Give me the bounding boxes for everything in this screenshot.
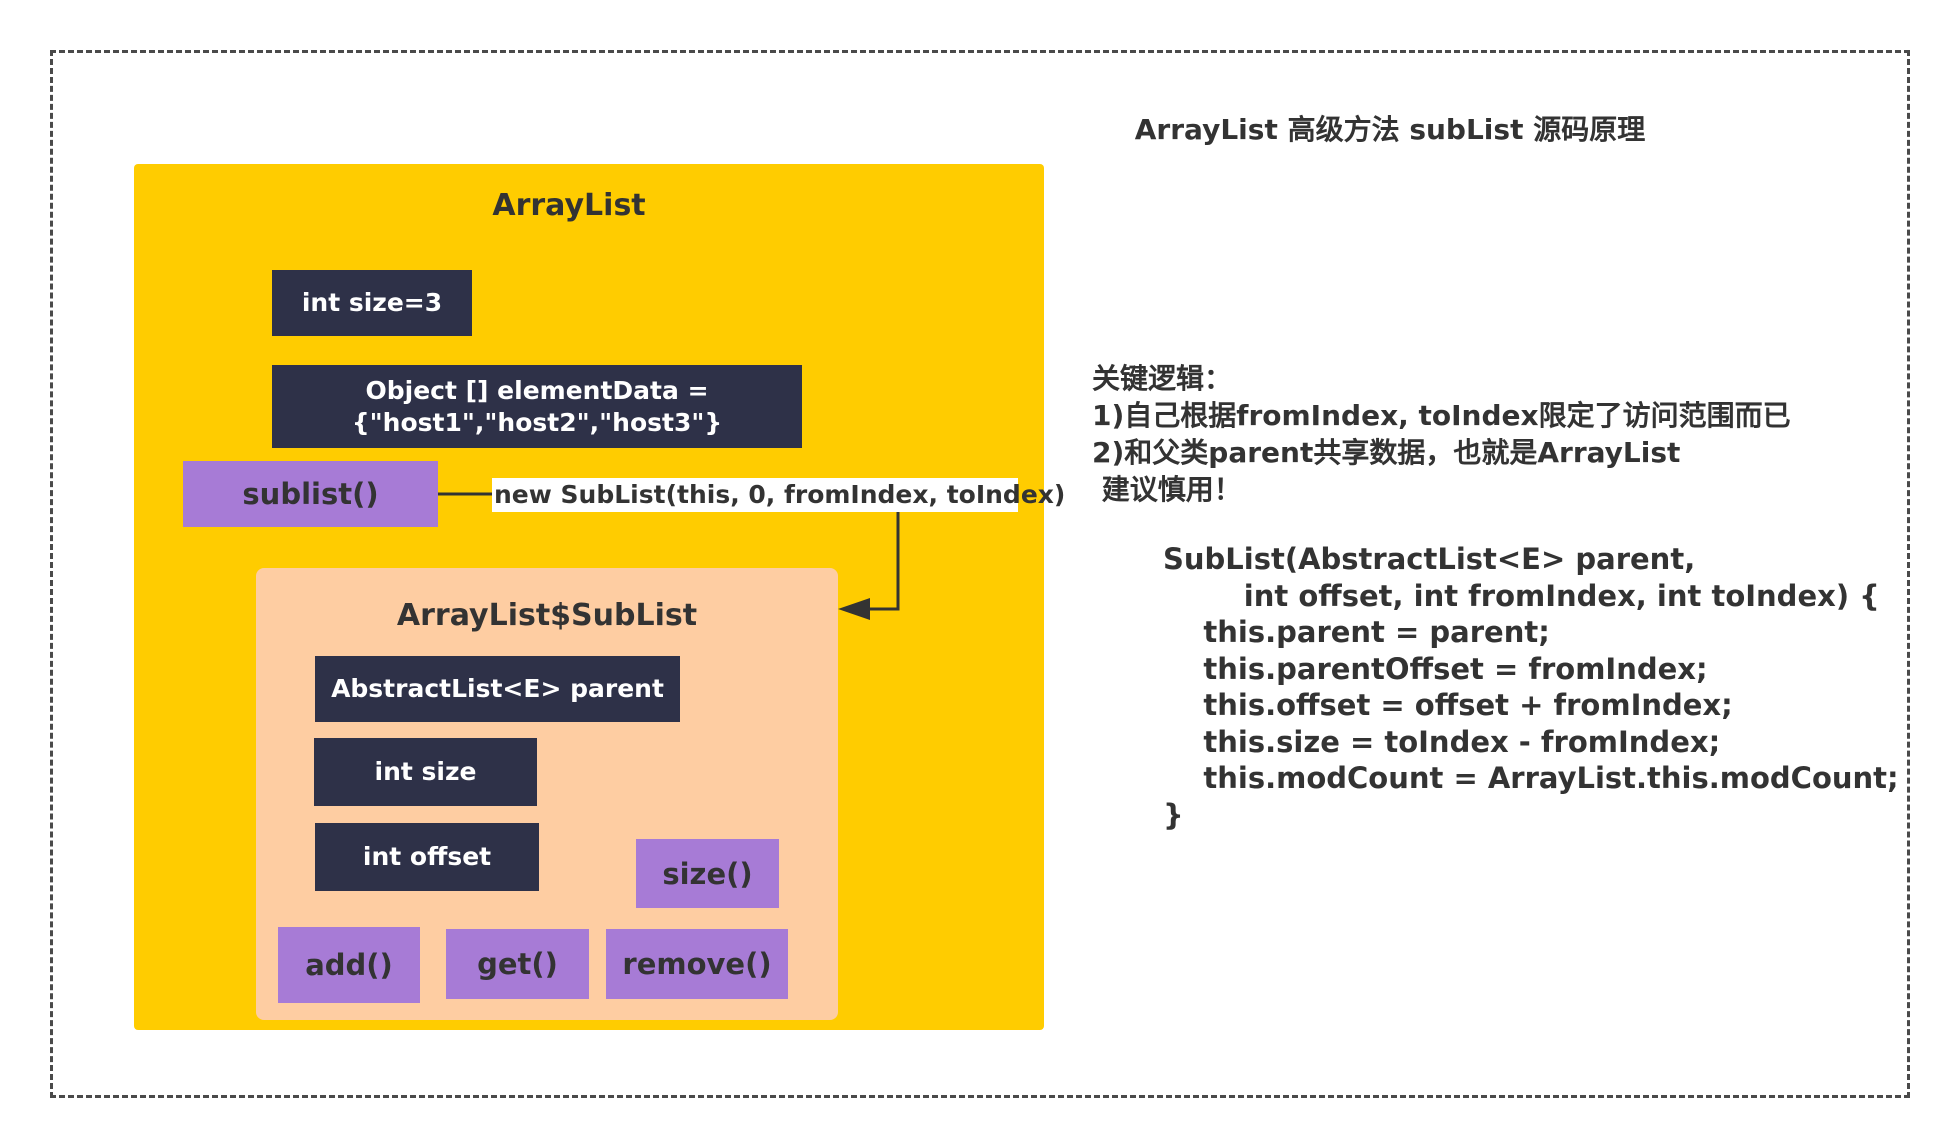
element-data-line1: Object [] elementData =	[365, 375, 709, 405]
dashed-frame	[50, 50, 1910, 1098]
code-line: this.size = toIndex - fromIndex;	[1163, 724, 1721, 759]
offset-field: int offset	[315, 823, 539, 891]
sublist-method: sublist()	[183, 461, 438, 527]
code-line: int offset, int fromIndex, int toIndex) …	[1163, 578, 1880, 613]
code-line: SubList(AbstractList<E> parent,	[1163, 542, 1696, 576]
label-to-sublist-line	[864, 512, 900, 611]
key-logic-notes: 关键逻辑： 1)自己根据fromIndex, toIndex限定了访问范围而已 …	[1092, 360, 1912, 508]
parent-field: AbstractList<E> parent	[315, 656, 680, 722]
constructor-code: SubList(AbstractList<E> parent, int offs…	[1163, 541, 1923, 833]
code-line: }	[1163, 797, 1184, 832]
notes-line1: 1)自己根据fromIndex, toIndex限定了访问范围而已	[1092, 399, 1791, 432]
size-method: size()	[636, 839, 779, 908]
remove-method: remove()	[606, 929, 788, 999]
code-line: this.parentOffset = fromIndex;	[1163, 651, 1708, 686]
arraylist-title: ArrayList	[492, 188, 646, 223]
add-method: add()	[278, 927, 420, 1003]
diagram-title: ArrayList 高级方法 subList 源码原理	[1134, 113, 1646, 146]
get-method: get()	[446, 929, 589, 999]
size-field: int size=3	[272, 270, 472, 336]
code-line: this.offset = offset + fromIndex;	[1163, 688, 1733, 722]
notes-line2: 2)和父类parent共享数据，也就是ArrayList	[1092, 436, 1681, 469]
sublist-class-title: ArrayList$SubList	[396, 598, 698, 633]
notes-line3: 建议慎用！	[1092, 473, 1242, 506]
code-line: this.modCount = ArrayList.this.modCount;	[1163, 761, 1899, 795]
arrowhead	[838, 598, 870, 620]
notes-heading: 关键逻辑：	[1092, 362, 1233, 395]
element-data-field: Object [] elementData = {"host1","host2"…	[272, 365, 802, 448]
call-label: new SubList(this, 0, fromIndex, toIndex)	[492, 478, 1065, 512]
code-line: this.parent = parent;	[1163, 615, 1550, 649]
sublist-size-field: int size	[314, 738, 537, 806]
element-data-line2: {"host1","host2","host3"}	[351, 407, 723, 437]
